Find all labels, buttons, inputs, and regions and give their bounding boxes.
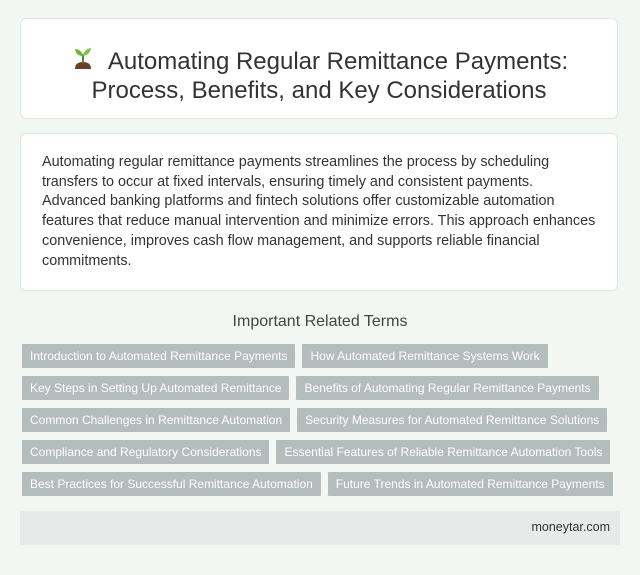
related-terms-heading: Important Related Terms bbox=[232, 313, 408, 330]
related-term-tag[interactable]: Future Trends in Automated Remittance Pa… bbox=[327, 472, 613, 496]
related-term-tag[interactable]: Key Steps in Setting Up Automated Remitt… bbox=[22, 376, 290, 400]
related-term-tag[interactable]: Compliance and Regulatory Considerations bbox=[22, 440, 270, 464]
page-title-text: Automating Regular Remittance Payments: … bbox=[91, 48, 569, 104]
related-term-tag[interactable]: Benefits of Automating Regular Remittanc… bbox=[296, 376, 599, 400]
footer: moneytar.com bbox=[20, 511, 620, 545]
related-term-tag[interactable]: Common Challenges in Remittance Automati… bbox=[22, 408, 291, 432]
related-term-tag[interactable]: Introduction to Automated Remittance Pay… bbox=[22, 344, 296, 368]
related-term-tag[interactable]: Security Measures for Automated Remittan… bbox=[297, 408, 608, 432]
related-term-tag[interactable]: Best Practices for Successful Remittance… bbox=[22, 472, 321, 496]
intro-card: Automating regular remittance payments s… bbox=[20, 133, 618, 291]
seedling-icon bbox=[74, 48, 91, 69]
site-name: moneytar.com bbox=[531, 520, 610, 534]
intro-paragraph: Automating regular remittance payments s… bbox=[42, 154, 596, 269]
title-card: Automating Regular Remittance Payments: … bbox=[20, 18, 618, 119]
related-term-tag[interactable]: How Automated Remittance Systems Work bbox=[302, 344, 548, 368]
related-term-tag[interactable]: Essential Features of Reliable Remittanc… bbox=[276, 440, 611, 464]
page-title: Automating Regular Remittance Payments: … bbox=[21, 46, 617, 105]
related-terms-list: Introduction to Automated Remittance Pay… bbox=[22, 344, 622, 496]
